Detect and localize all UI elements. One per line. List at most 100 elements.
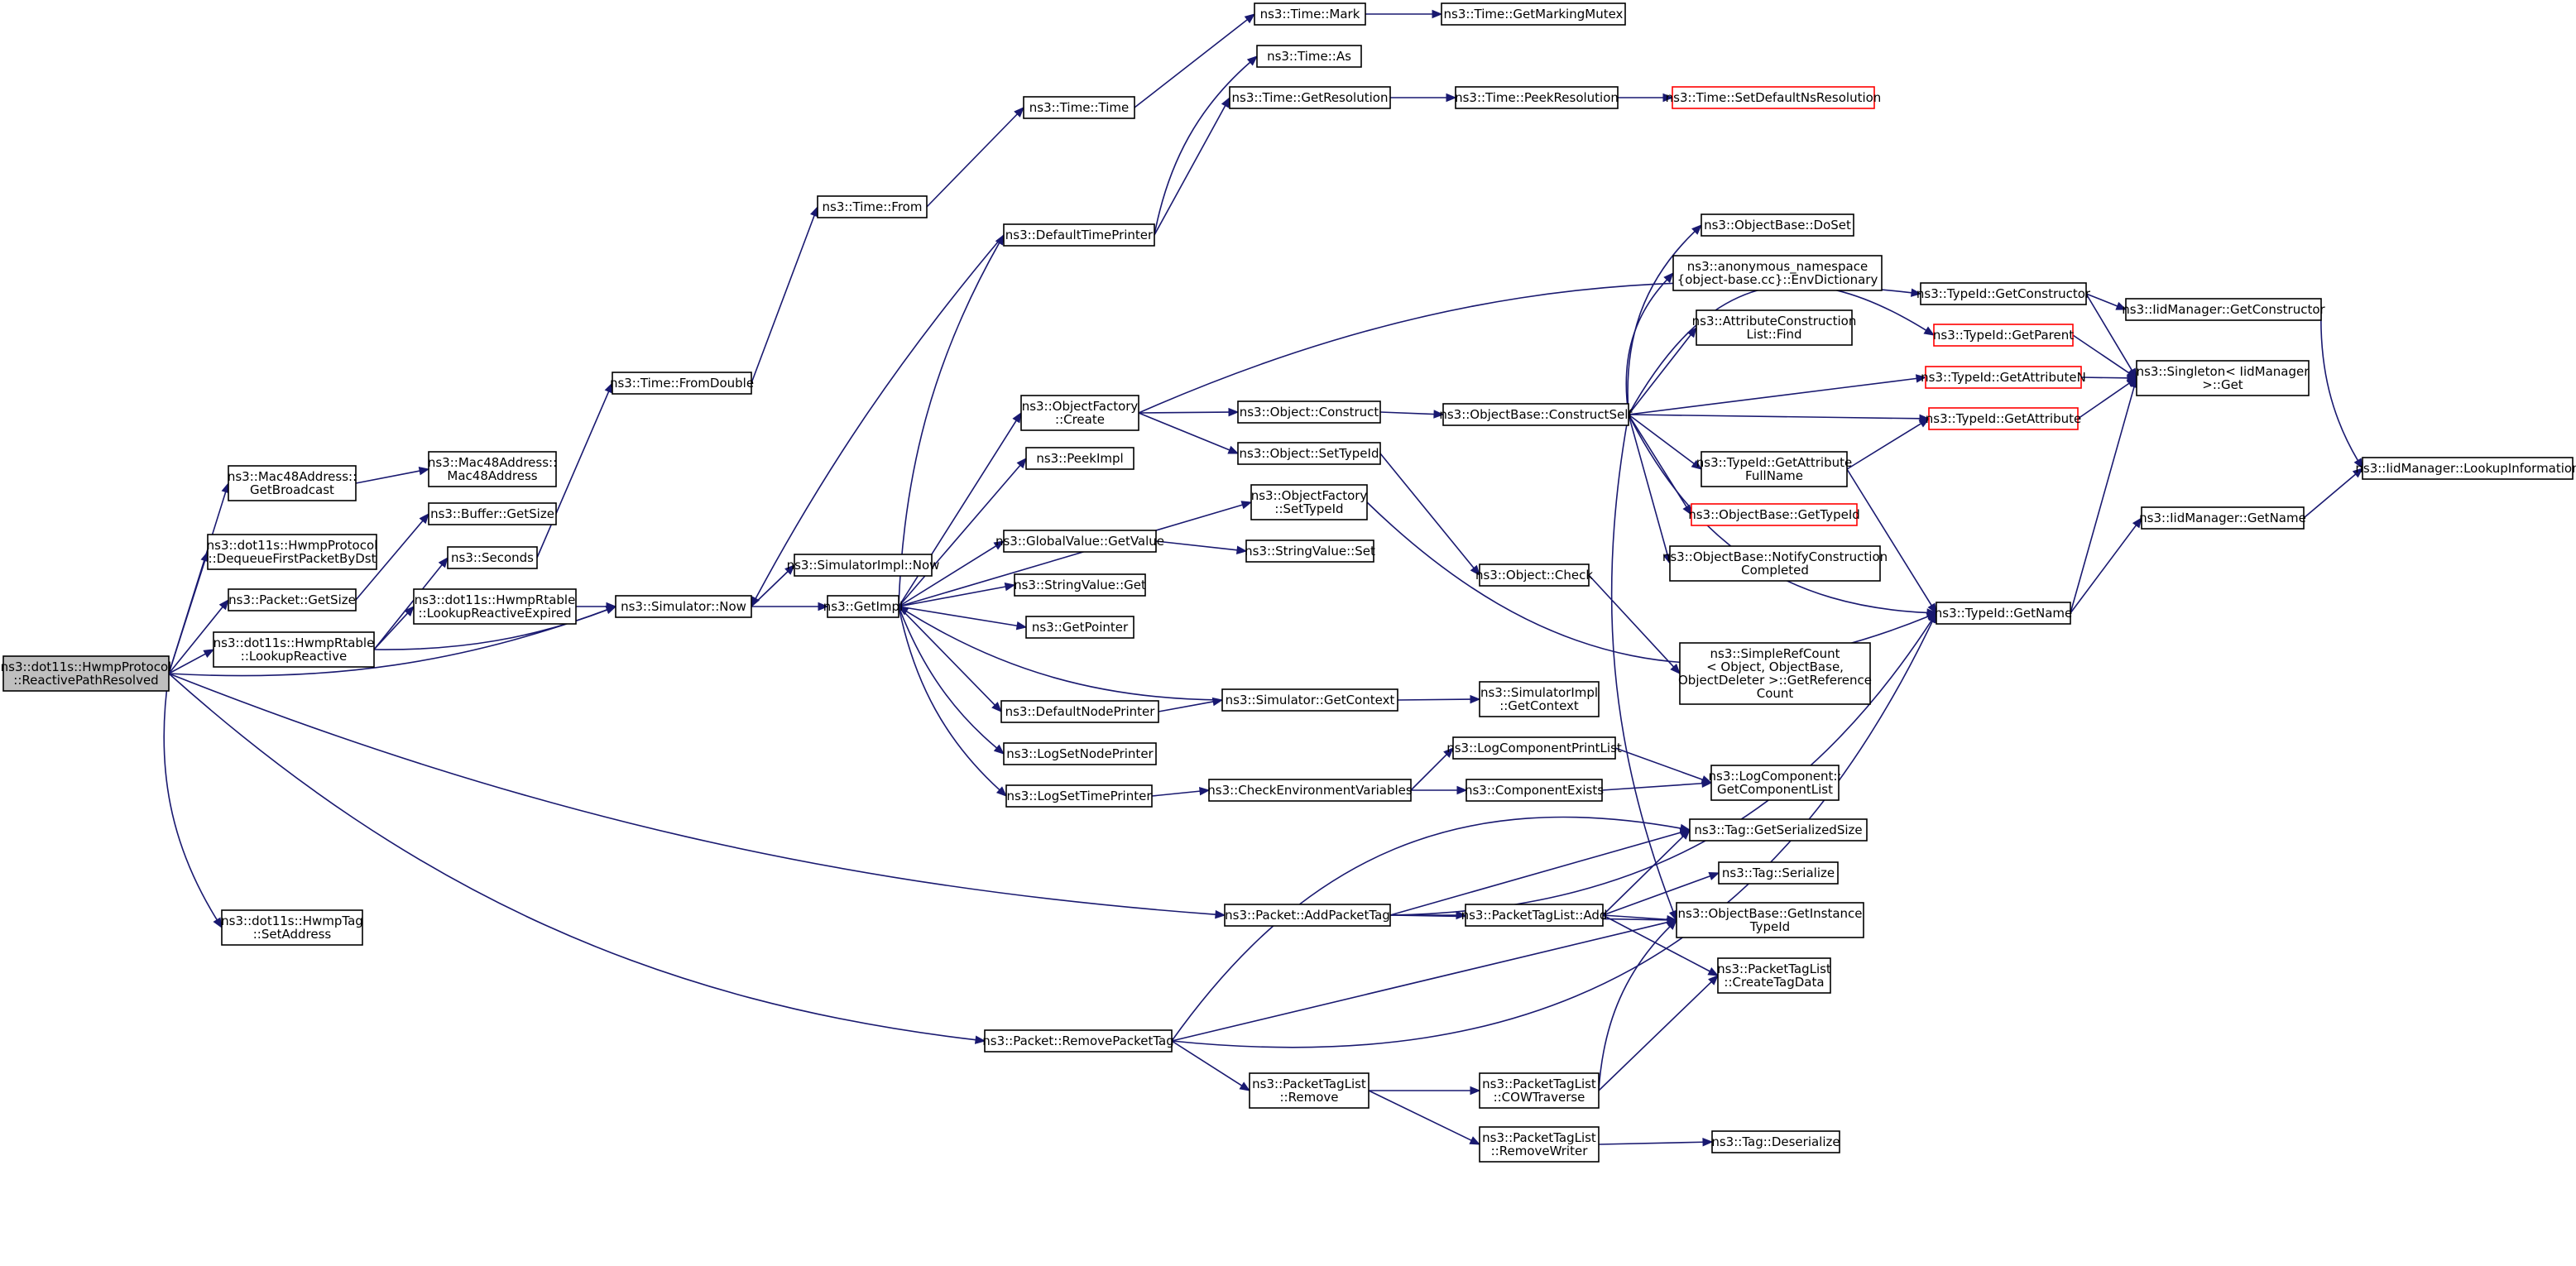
graph-node-time-get-resolution[interactable]: ns3::Time::GetResolution: [1229, 86, 1391, 109]
call-edge: [1588, 574, 1681, 674]
graph-node-packet-get-size[interactable]: ns3::Packet::GetSize: [228, 588, 357, 611]
call-edge: [1602, 872, 1720, 916]
call-edge-arrowhead: [213, 917, 223, 929]
graph-node-object-set-type-id[interactable]: ns3::Object::SetTypeId: [1237, 442, 1381, 465]
graph-node-time-peek-resolution[interactable]: ns3::Time::PeekResolution: [1455, 86, 1619, 109]
graph-node-packet-tag-list-create-tag-data[interactable]: ns3::PacketTagList::CreateTagData: [1717, 957, 1831, 994]
graph-node-object-construct[interactable]: ns3::Object::Construct: [1237, 400, 1381, 424]
graph-node-packet-tag-list-remove-writer[interactable]: ns3::PacketTagList::RemoveWriter: [1479, 1126, 1600, 1163]
graph-node-string-value-set[interactable]: ns3::StringValue::Set: [1245, 539, 1375, 563]
graph-node-object-factory-set-type-id[interactable]: ns3::ObjectFactory::SetTypeId: [1250, 484, 1368, 520]
graph-node-seconds[interactable]: ns3::Seconds: [447, 546, 538, 569]
node-box: [1689, 818, 1868, 842]
node-label-line: ::SetAddress: [253, 927, 332, 942]
call-edge-arrowhead: [993, 744, 1005, 755]
node-label-line: ns3::ObjectBase::GetTypeId: [1688, 507, 1860, 522]
graph-node-lookup-reactive[interactable]: ns3::dot11s::HwmpRtable::LookupReactive: [213, 631, 375, 668]
graph-node-tag-get-serialized-size[interactable]: ns3::Tag::GetSerializedSize: [1689, 818, 1868, 842]
graph-node-iid-manager-get-name[interactable]: ns3::IidManager::GetName: [2139, 506, 2306, 530]
graph-node-tag-deserialize[interactable]: ns3::Tag::Deserialize: [1711, 1130, 1840, 1153]
call-edge-arrowhead: [810, 205, 818, 218]
graph-node-packet-tag-list-add[interactable]: ns3::PacketTagList::Add: [1461, 904, 1608, 927]
graph-node-simulator-now[interactable]: ns3::Simulator::Now: [615, 595, 752, 618]
graph-node-global-value-get-value[interactable]: ns3::GlobalValue::GetValue: [995, 530, 1164, 553]
graph-node-log-component-print-list[interactable]: ns3::LogComponentPrintList: [1446, 736, 1622, 760]
graph-node-packet-remove-packet-tag[interactable]: ns3::Packet::RemovePacketTag: [982, 1029, 1174, 1053]
graph-node-packet-tag-list-cow-traverse[interactable]: ns3::PacketTagList::COWTraverse: [1479, 1072, 1600, 1109]
graph-node-object-check[interactable]: ns3::Object::Check: [1475, 563, 1593, 587]
node-box: [1920, 282, 2087, 305]
node-label-line: ::CreateTagData: [1724, 975, 1824, 990]
graph-node-get-impl[interactable]: ns3::GetImpl: [823, 595, 903, 618]
graph-node-iid-manager-get-constructor[interactable]: ns3::IidManager::GetConstructor: [2122, 298, 2326, 321]
graph-node-default-time-printer[interactable]: ns3::DefaultTimePrinter: [1003, 223, 1155, 247]
graph-node-default-node-printer[interactable]: ns3::DefaultNodePrinter: [1000, 700, 1159, 723]
call-edge-line: [926, 113, 1018, 208]
graph-node-packet-tag-list-remove[interactable]: ns3::PacketTagList::Remove: [1249, 1072, 1370, 1109]
graph-node-type-id-get-constructor[interactable]: ns3::TypeId::GetConstructor: [1916, 282, 2091, 305]
call-edge-line: [898, 545, 997, 607]
graph-node-packet-add-packet-tag[interactable]: ns3::Packet::AddPacketTag: [1224, 904, 1391, 927]
graph-node-type-id-get-parent[interactable]: ns3::TypeId::GetParent: [1933, 324, 2074, 347]
graph-node-component-exists[interactable]: ns3::ComponentExists: [1465, 779, 1604, 802]
node-box: [1691, 503, 1858, 526]
call-edge: [1627, 224, 1702, 415]
graph-node-tag-serialize[interactable]: ns3::Tag::Serialize: [1718, 861, 1839, 885]
graph-node-log-set-node-printer[interactable]: ns3::LogSetNodePrinter: [1003, 742, 1157, 765]
graph-node-lookup-reactive-expired[interactable]: ns3::dot11s::HwmpRtable::LookupReactiveE…: [413, 588, 577, 625]
call-edge-line: [168, 560, 206, 674]
graph-node-type-id-get-name[interactable]: ns3::TypeId::GetName: [1935, 602, 2072, 625]
call-edge: [1628, 414, 1703, 470]
graph-node-object-factory-create[interactable]: ns3::ObjectFactory::Create: [1020, 395, 1139, 431]
graph-node-mac48-address[interactable]: ns3::Mac48Address::Mac48Address: [428, 451, 557, 487]
graph-node-time-get-marking-mutex[interactable]: ns3::Time::GetMarkingMutex: [1441, 2, 1626, 26]
graph-node-buffer-get-size[interactable]: ns3::Buffer::GetSize: [428, 502, 557, 525]
graph-node-object-base-construct-self[interactable]: ns3::ObjectBase::ConstructSelf: [1439, 403, 1633, 426]
node-label-line: GetComponentList: [1717, 782, 1833, 797]
node-label-line: ::Create: [1055, 412, 1105, 427]
node-label-line: ns3::TypeId::GetConstructor: [1916, 286, 2091, 301]
graph-node-dequeue-first-packet[interactable]: ns3::dot11s::HwmpProtocol::DequeueFirstP…: [207, 534, 378, 570]
graph-node-type-id-get-attribute-n[interactable]: ns3::TypeId::GetAttributeN: [1921, 366, 2086, 389]
call-edge-arrowhead: [218, 598, 229, 611]
graph-node-check-environment-variables[interactable]: ns3::CheckEnvironmentVariables: [1207, 779, 1413, 802]
graph-node-time-from[interactable]: ns3::Time::From: [817, 195, 928, 218]
graph-node-simulator-get-context[interactable]: ns3::Simulator::GetContext: [1221, 688, 1398, 712]
graph-node-time-from-double[interactable]: ns3::Time::FromDouble: [610, 372, 754, 395]
graph-node-env-dictionary[interactable]: ns3::anonymous_namespace{object-base.cc}…: [1672, 255, 1883, 291]
graph-node-reactive-path-resolved: ns3::dot11s::HwmpProtocol::ReactivePathR…: [1, 655, 171, 692]
graph-node-simulator-impl-now[interactable]: ns3::SimulatorImpl::Now: [787, 554, 940, 577]
graph-node-log-set-time-printer[interactable]: ns3::LogSetTimePrinter: [1005, 784, 1153, 808]
call-edge-line: [2085, 293, 2133, 371]
graph-node-time-time[interactable]: ns3::Time::Time: [1023, 96, 1135, 119]
graph-node-peek-impl[interactable]: ns3::PeekImpl: [1025, 447, 1134, 470]
node-box: [1003, 223, 1155, 247]
graph-node-mac48-get-broadcast[interactable]: ns3::Mac48Address::GetBroadcast: [228, 465, 357, 501]
graph-node-log-component-get-component-list[interactable]: ns3::LogComponent::GetComponentList: [1709, 765, 1842, 801]
graph-node-get-pointer[interactable]: ns3::GetPointer: [1025, 616, 1134, 639]
call-edge-arrowhead: [1015, 621, 1028, 631]
graph-node-time-as[interactable]: ns3::Time::As: [1256, 45, 1362, 68]
graph-node-time-set-default-ns-resolution[interactable]: ns3::Time::SetDefaultNsResolution: [1666, 86, 1882, 109]
graph-node-singleton-iid-manager-get[interactable]: ns3::Singleton< IidManager>::Get: [2136, 360, 2310, 396]
node-box: [228, 588, 357, 611]
graph-node-type-id-get-attribute[interactable]: ns3::TypeId::GetAttribute: [1926, 407, 2081, 430]
graph-node-simple-ref-count-get-reference-count[interactable]: ns3::SimpleRefCount< Object, ObjectBase,…: [1678, 642, 1872, 705]
graph-node-object-base-notify-construction-completed[interactable]: ns3::ObjectBase::NotifyConstructionCompl…: [1662, 545, 1888, 582]
graph-node-simulator-impl-get-context[interactable]: ns3::SimulatorImpl::GetContext: [1479, 681, 1600, 717]
call-edge-line: [1628, 414, 1921, 420]
node-label-line: ns3::Simulator::GetContext: [1226, 693, 1395, 707]
graph-node-hwmp-tag-set-address[interactable]: ns3::dot11s::HwmpTag::SetAddress: [221, 909, 363, 946]
call-edge-line: [2070, 386, 2135, 614]
node-box: [1479, 681, 1600, 717]
graph-node-iid-manager-lookup-information[interactable]: ns3::IidManager::LookupInformation: [2355, 457, 2576, 480]
graph-node-object-base-get-type-id[interactable]: ns3::ObjectBase::GetTypeId: [1688, 503, 1860, 526]
call-edge-line: [2303, 473, 2357, 519]
node-label-line: Mac48Address: [447, 468, 537, 483]
graph-node-time-mark[interactable]: ns3::Time::Mark: [1254, 2, 1366, 26]
graph-node-string-value-get[interactable]: ns3::StringValue::Get: [1014, 573, 1146, 597]
graph-node-object-base-do-set[interactable]: ns3::ObjectBase::DoSet: [1701, 213, 1854, 237]
